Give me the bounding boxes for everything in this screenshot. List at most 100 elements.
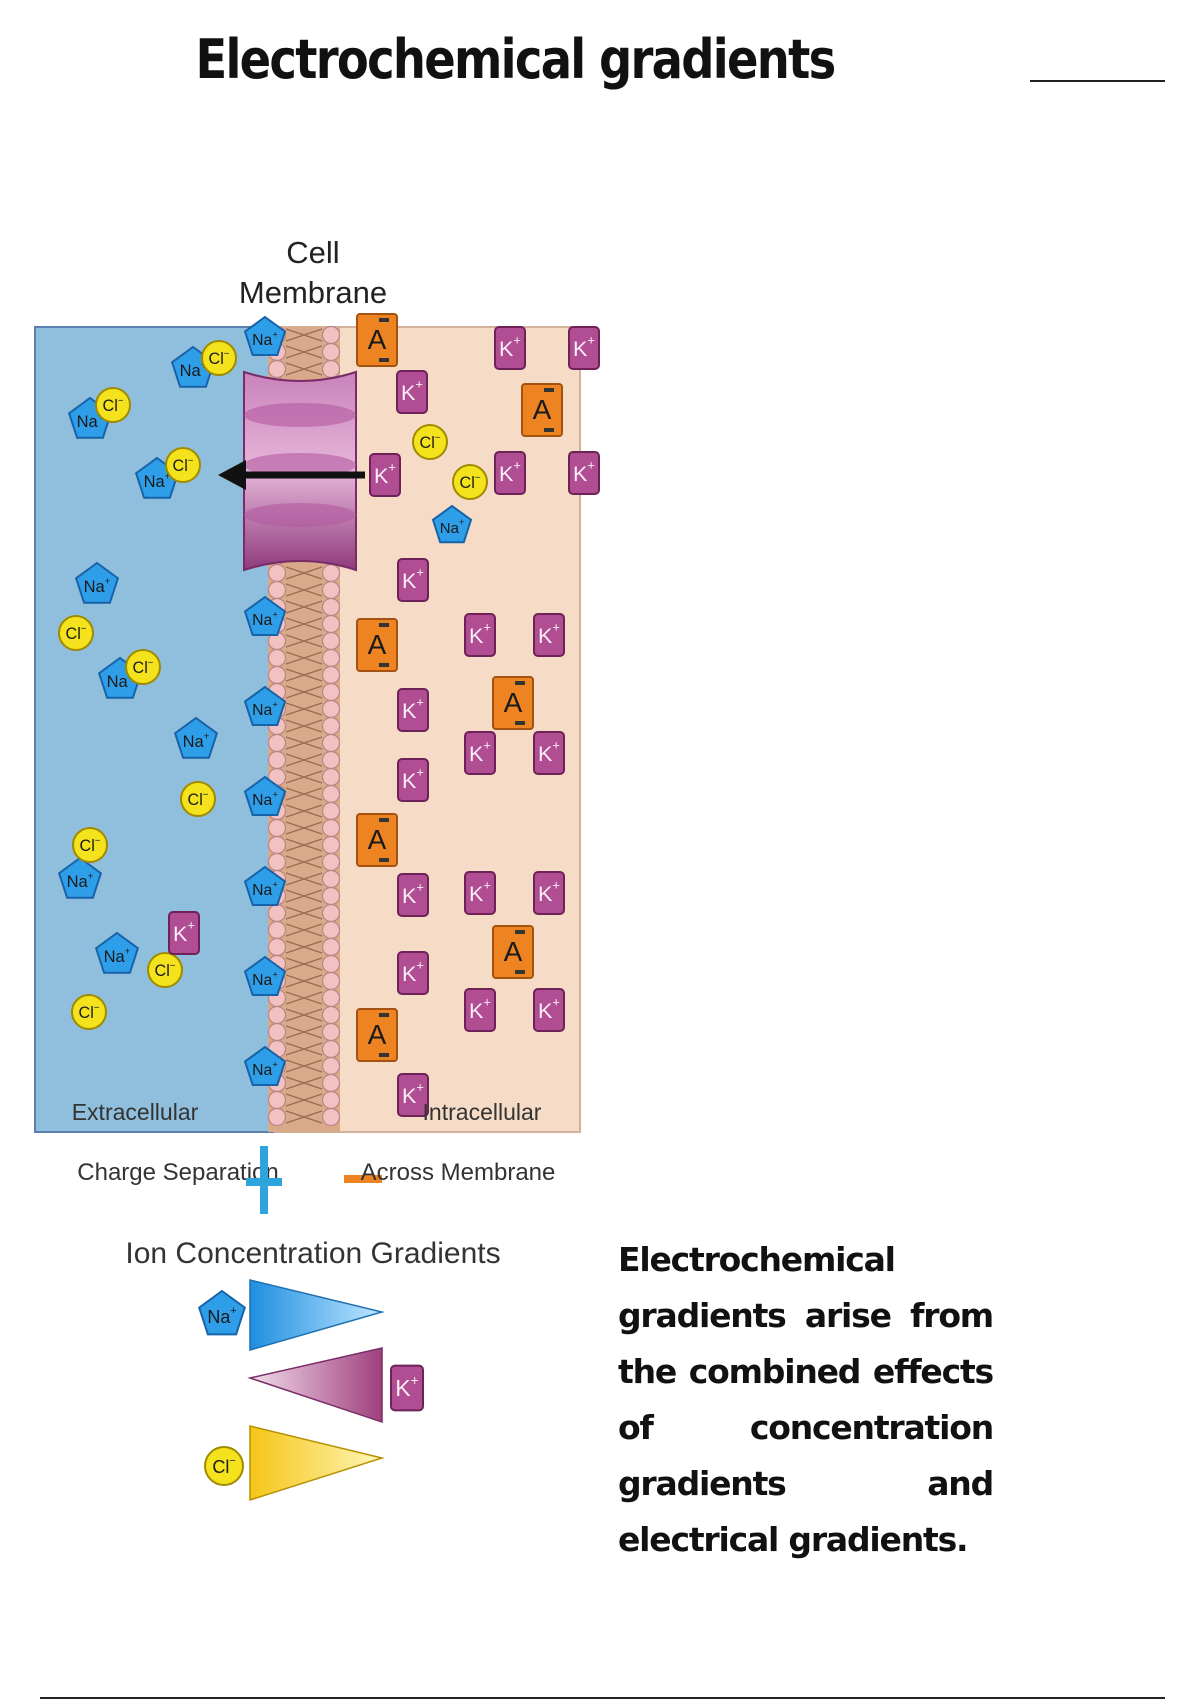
svg-text:K+: K+ <box>499 333 521 361</box>
chloride-ion: Cl− <box>452 464 488 500</box>
potassium-ion: K+ <box>168 911 200 955</box>
sodium-ion: Na+ <box>134 456 180 499</box>
svg-text:K+: K+ <box>402 1080 424 1108</box>
svg-text:Na+: Na+ <box>252 1059 278 1079</box>
potassium-ion: K+ <box>533 731 565 775</box>
anion-protein: A <box>356 618 398 672</box>
sodium-ion: Na+ <box>243 1045 287 1086</box>
svg-text:Cl−: Cl− <box>155 960 176 980</box>
svg-text:K+: K+ <box>173 918 195 946</box>
electrochemical-diagram: Cell Membrane Na+Na+Na+Na+Na+Na+Na+Na+Cl… <box>34 235 600 1502</box>
svg-text:Cl−: Cl− <box>460 472 481 492</box>
svg-text:Na+: Na+ <box>104 946 131 966</box>
potassium-ion: K+ <box>397 558 429 602</box>
potassium-ion: K+ <box>533 988 565 1032</box>
svg-text:Cl−: Cl− <box>66 623 87 643</box>
svg-text:Cl−: Cl− <box>80 835 101 855</box>
chloride-ion: Cl− <box>201 340 237 376</box>
extracellular-label: Extracellular <box>72 1099 199 1125</box>
svg-text:Na+: Na+ <box>252 329 278 349</box>
plus-icon <box>246 1146 282 1214</box>
svg-text:Cl−: Cl− <box>188 789 209 809</box>
chloride-ion: Cl− <box>412 424 448 460</box>
svg-text:K+: K+ <box>401 377 423 405</box>
sodium-ion: Na+ <box>431 504 473 544</box>
potassium-ion: K+ <box>397 688 429 732</box>
svg-text:Na+: Na+ <box>183 731 210 751</box>
svg-text:K+: K+ <box>499 458 521 486</box>
svg-text:Na+: Na+ <box>252 609 278 629</box>
potassium-ion: K+ <box>494 451 526 495</box>
anion-protein: A <box>356 1008 398 1062</box>
svg-text:Na+: Na+ <box>252 879 278 899</box>
svg-text:A: A <box>533 394 552 425</box>
intracellular-label: Intracellular <box>423 1099 542 1125</box>
anion-protein: A <box>356 313 398 367</box>
svg-text:Na+: Na+ <box>144 471 171 491</box>
svg-text:K+: K+ <box>538 995 560 1023</box>
chloride-ion: Cl− <box>147 952 183 988</box>
svg-text:A: A <box>368 629 387 660</box>
svg-text:Na+: Na+ <box>84 576 111 596</box>
ion-channel <box>243 370 357 572</box>
anion-protein: A <box>521 383 563 437</box>
potassium-ion: K+ <box>397 758 429 802</box>
potassium-ion: K+ <box>397 873 429 917</box>
svg-text:K+: K+ <box>402 695 424 723</box>
anion-protein: A <box>356 813 398 867</box>
chloride-ion: Cl− <box>72 827 108 863</box>
description-text: Electrochemical gradients arise from the… <box>618 1240 994 1559</box>
svg-text:Na+: Na+ <box>252 969 278 989</box>
potassium-ion: K+ <box>397 1073 429 1117</box>
gradients-title: Ion Concentration Gradients <box>125 1237 500 1270</box>
potassium-ion: K+ <box>494 326 526 370</box>
ion-layer: Na+Na+Na+Na+Na+Na+Na+Na+Cl−Cl−Cl−Cl−Cl−C… <box>57 313 600 1117</box>
svg-text:A: A <box>504 687 523 718</box>
svg-text:K+: K+ <box>573 458 595 486</box>
sodium-ion: Na+ <box>57 856 103 899</box>
svg-text:K+: K+ <box>538 620 560 648</box>
svg-text:A: A <box>368 824 387 855</box>
flux-arrow <box>218 460 365 490</box>
svg-text:K+: K+ <box>402 958 424 986</box>
svg-text:Cl−: Cl− <box>420 432 441 452</box>
potassium-ion: K+ <box>464 613 496 657</box>
potassium-ion: K+ <box>464 988 496 1032</box>
sodium-ion: Na+ <box>243 865 287 906</box>
svg-text:K+: K+ <box>573 333 595 361</box>
sodium-ion: Na+ <box>243 595 287 636</box>
svg-text:K+: K+ <box>469 738 491 766</box>
svg-text:K+: K+ <box>395 1371 418 1401</box>
potassium-ion: K+ <box>464 731 496 775</box>
chloride-ion: Cl− <box>204 1446 244 1486</box>
svg-text:Cl−: Cl− <box>133 657 154 677</box>
svg-text:Cl−: Cl− <box>212 1455 235 1477</box>
sodium-ion: Na+ <box>243 775 287 816</box>
gradient-ion-icons: Na+ K+ Cl− <box>198 1289 424 1486</box>
anion-protein: A <box>492 676 534 730</box>
svg-text:Cl−: Cl− <box>173 455 194 475</box>
potassium-ion: K+ <box>397 951 429 995</box>
svg-text:Na+: Na+ <box>440 517 464 537</box>
svg-text:K+: K+ <box>469 878 491 906</box>
svg-text:K+: K+ <box>469 995 491 1023</box>
sodium-ion: Na+ <box>243 685 287 726</box>
svg-text:K+: K+ <box>402 565 424 593</box>
svg-text:Cl−: Cl− <box>209 348 230 368</box>
chloride-ion: Cl− <box>165 447 201 483</box>
svg-text:Cl−: Cl− <box>103 395 124 415</box>
potassium-ion: K+ <box>390 1364 424 1412</box>
svg-text:A: A <box>368 1019 387 1050</box>
page-title: Electrochemical gradients <box>195 28 836 91</box>
svg-text:Na+: Na+ <box>252 699 278 719</box>
potassium-ion: K+ <box>568 326 600 370</box>
svg-text:Na+: Na+ <box>207 1305 236 1327</box>
anion-protein: A <box>492 925 534 979</box>
svg-text:K+: K+ <box>469 620 491 648</box>
sodium-gradient-wedge <box>249 1279 385 1351</box>
svg-text:K+: K+ <box>538 738 560 766</box>
sodium-ion: Na+ <box>198 1289 246 1336</box>
svg-text:K+: K+ <box>402 880 424 908</box>
potassium-ion: K+ <box>464 871 496 915</box>
potassium-ion: K+ <box>396 370 428 414</box>
